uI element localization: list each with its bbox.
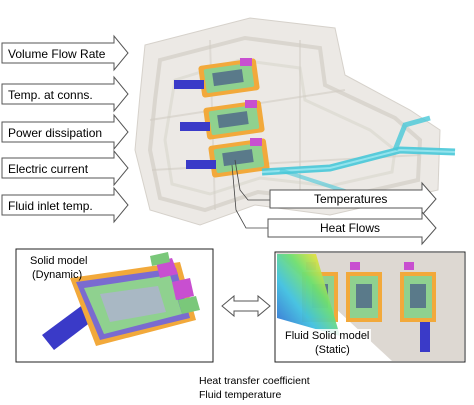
output-label: Heat Flows [320, 221, 380, 235]
fluid-model-title: Fluid Solid model [285, 330, 370, 342]
exchange-line-fluid-temp: Fluid temperature [199, 389, 282, 401]
output-leaders [231, 159, 270, 229]
exchange-double-arrow [221, 294, 271, 318]
assembly-3d [134, 17, 456, 226]
input-arrow-volume-flow-rate: Volume Flow Rate [1, 34, 129, 72]
output-label: Temperatures [314, 192, 387, 206]
input-arrow-power-dissipation: Power dissipation [1, 113, 129, 151]
input-arrow-temp-at-conns: Temp. at conns. [1, 75, 129, 113]
input-label: Electric current [8, 162, 89, 176]
exchange-line-htc: Heat transfer coefficient [199, 375, 310, 387]
module-bottom [186, 138, 270, 178]
solid-model-panel [15, 248, 214, 363]
fluid-model-caption: Fluid Solid model (Static) [283, 329, 372, 357]
module-middle [180, 100, 265, 140]
module-top [174, 58, 260, 98]
input-arrow-fluid-inlet-temp: Fluid inlet temp. [1, 186, 129, 224]
solid-model-render [42, 252, 200, 350]
solid-model-caption: Solid model (Dynamic) [30, 254, 87, 282]
solid-model-title: Solid model [30, 255, 88, 267]
input-arrow-electric-current: Electric current [1, 149, 129, 187]
output-arrow-heat-flows: Heat Flows [267, 210, 437, 246]
input-arrows: Volume Flow Rate Temp. at conns. Power d… [1, 34, 129, 224]
input-label: Volume Flow Rate [8, 47, 106, 61]
fluid-model-subtitle: (Static) [315, 344, 350, 356]
input-label: Fluid inlet temp. [8, 199, 93, 213]
input-label: Temp. at conns. [8, 88, 93, 102]
exchange-quantities: Heat transfer coefficient Fluid temperat… [199, 374, 310, 402]
solid-model-subtitle: (Dynamic) [32, 269, 83, 281]
input-label: Power dissipation [8, 126, 102, 140]
fluid-model-render [277, 254, 436, 352]
output-arrow-temperatures: Temperatures [269, 181, 437, 217]
output-arrows: Temperatures Heat Flows [267, 181, 437, 246]
